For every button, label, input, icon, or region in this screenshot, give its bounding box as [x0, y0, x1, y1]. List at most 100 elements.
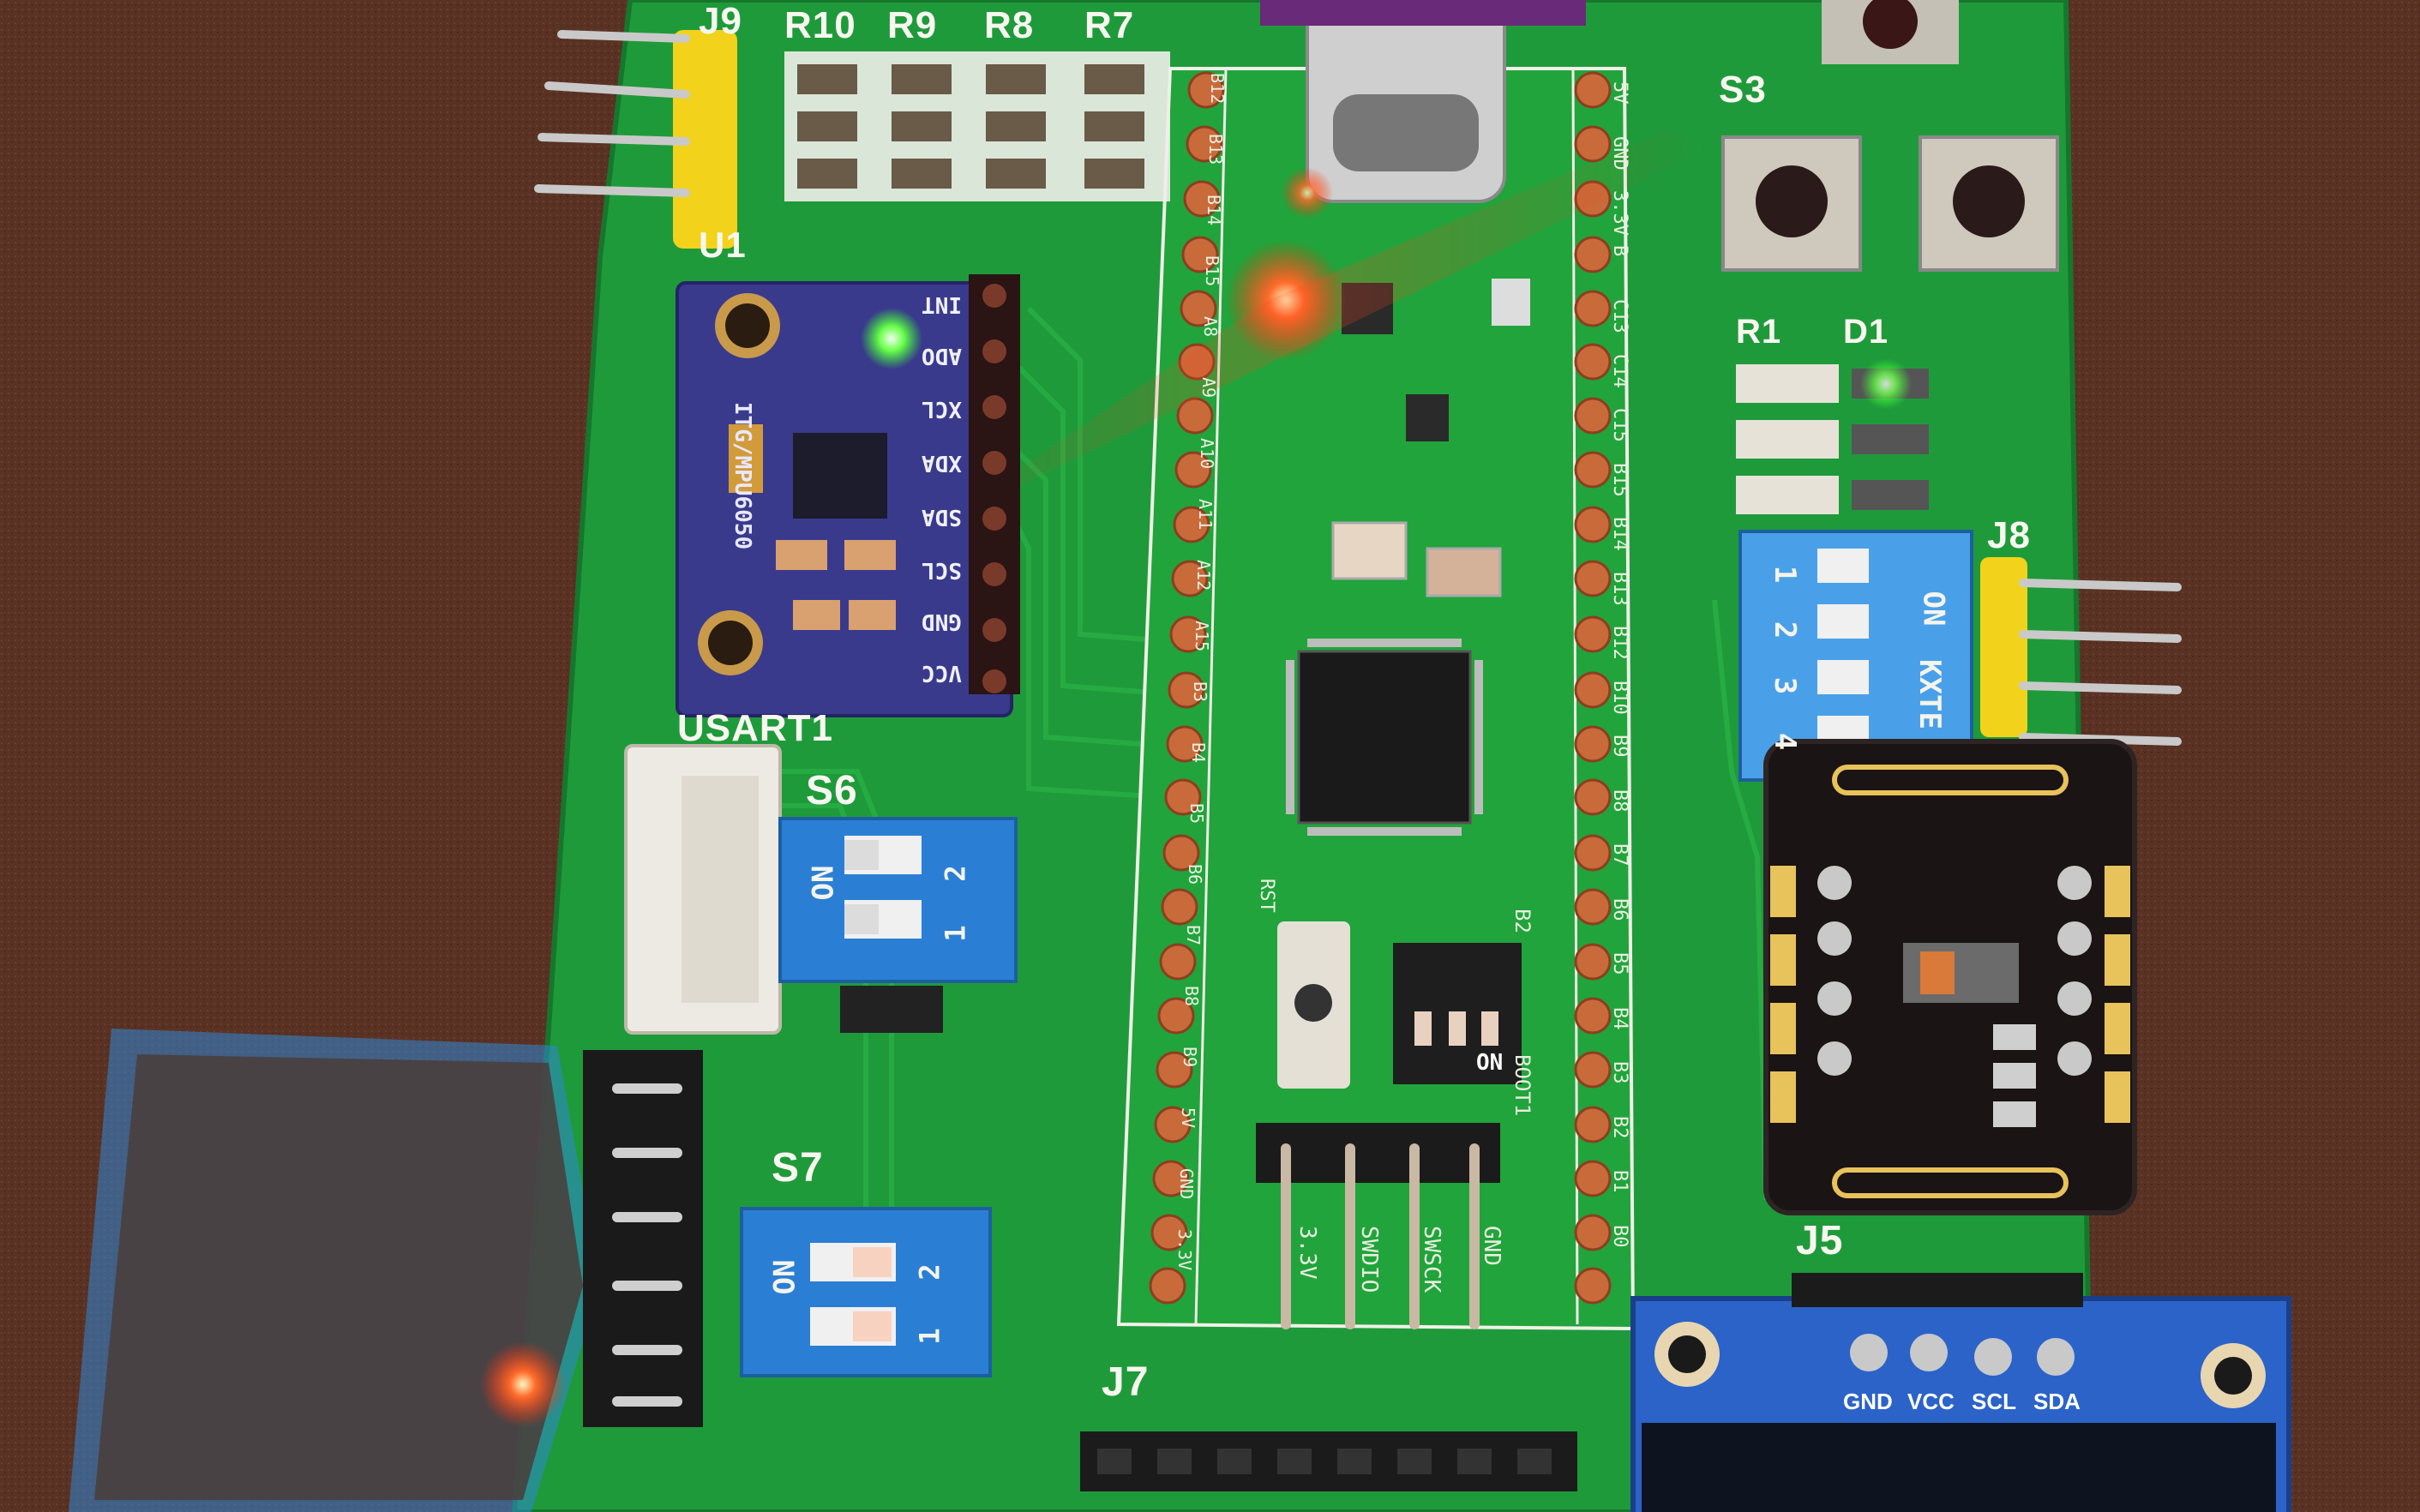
stm32-left-pin-label: B13 [1205, 134, 1226, 165]
oled-pin-sda: SDA [2033, 1389, 2081, 1414]
stm32-right-pin-label: B9 [1609, 735, 1630, 758]
stm32-left-pin-label: B7 [1183, 925, 1204, 946]
stm32-left-pin-label: B3 [1190, 681, 1210, 703]
stm32-right-pin-label: B8 [1609, 789, 1630, 813]
bluetooth-led [480, 1341, 566, 1427]
stm32-left-pin-label: B6 [1185, 864, 1205, 885]
j9-label: J9 [699, 0, 742, 42]
stm32-right-pin-label: B3 [1609, 1061, 1630, 1084]
swd-header [1256, 1123, 1500, 1183]
j7-label: J7 [1102, 1359, 1150, 1405]
stm32-left-pin-label: 3.3V [1174, 1229, 1195, 1271]
stm32-left-pin-label: A11 [1195, 499, 1216, 531]
j8-label: J8 [1987, 514, 2031, 556]
s7-on-label: ON [767, 1259, 802, 1295]
stm32-right-pin-label: GND [1609, 135, 1630, 171]
stm32-chip [1297, 650, 1472, 825]
r8-label: R8 [984, 4, 1035, 46]
mpu-pin-gnd: GND [922, 609, 962, 634]
u1-label: U1 [699, 225, 747, 265]
stm32-left-pin-label: A12 [1193, 560, 1214, 591]
s7-n2-label: 2 [913, 1263, 946, 1281]
kxte-on-label: ON [1916, 591, 1951, 627]
r10-label: R10 [784, 4, 856, 46]
kxte-brand-label: KXTE [1912, 659, 1947, 729]
oled-pin-vcc: VCC [1907, 1389, 1955, 1414]
swd-pin-swsck: SWSCK [1419, 1226, 1444, 1293]
stm32-left-pin-label: B12 [1207, 73, 1228, 105]
stm32-right-pin-label: C13 [1609, 299, 1630, 333]
s6-n2-label: 2 [939, 865, 972, 882]
stm32-right-pin-label: B13 [1609, 571, 1630, 606]
stm32-left-pin-label: B14 [1204, 195, 1224, 226]
stm32-right-pin-label: B2 [1609, 1115, 1630, 1139]
stm32-right-pin-label: B12 [1609, 626, 1630, 660]
stm32-right-pin-label: B5 [1609, 952, 1630, 975]
swd-pin-gnd: GND [1479, 1226, 1504, 1266]
mpu-pin-xda: XDA [922, 450, 962, 476]
rst-label: RST [1256, 879, 1277, 913]
stm32-left-pin-label: A15 [1192, 621, 1212, 652]
mpu-pin-int: INT [922, 291, 962, 317]
stm32-right-pin-label: B1 [1609, 1170, 1630, 1193]
kxte-n2-label: 2 [1768, 621, 1803, 639]
stm32-left-pin-label: A8 [1200, 316, 1221, 338]
s6-on-label: ON [806, 865, 841, 901]
stm32-left-pin-label: A10 [1197, 438, 1217, 470]
usart1-label: USART1 [677, 707, 834, 749]
s6-n1-label: 1 [939, 925, 972, 942]
stm32-right-pin-label: C14 [1609, 353, 1630, 388]
mpu6050-name: ITG/MPU6050 [730, 401, 756, 550]
j7-header [1080, 1431, 1577, 1491]
stm32-right-pin-label: B4 [1609, 1006, 1630, 1030]
stm32-left-pin-label: B9 [1180, 1047, 1200, 1068]
s6-label: S6 [806, 768, 858, 813]
b2-label: B2 [1510, 909, 1534, 933]
mpu-pin-ado: ADO [922, 343, 962, 369]
mpu-power-led [861, 308, 922, 369]
j8-header [1980, 557, 2027, 737]
mpu-pin-vcc: VCC [922, 660, 962, 686]
resistor-array [784, 51, 1170, 201]
mpu-pin-xcl: XCL [922, 396, 962, 422]
s3-label: S3 [1719, 69, 1767, 111]
s7-n1-label: 1 [913, 1328, 946, 1345]
swd-pin-3v3: 3.3V [1294, 1226, 1320, 1280]
stm32-right-pin-label: B15 [1609, 462, 1630, 497]
stm32-left-pin-label: GND [1176, 1168, 1197, 1200]
stm32-left-pin-label: B4 [1188, 742, 1209, 764]
mpu-pin-sda: SDA [922, 504, 962, 530]
stm32-left-pin-label: B5 [1186, 803, 1207, 825]
stm32-left-pin-label: B8 [1181, 986, 1202, 1007]
stm32-right-pin-label: B14 [1609, 517, 1630, 551]
s7-dip-switch [740, 1207, 992, 1377]
stm32-right-pin-label: 5V [1609, 81, 1630, 105]
d1-label: D1 [1843, 313, 1889, 351]
r9-label: R9 [887, 4, 938, 46]
stm32-right-pin-label: B0 [1609, 1224, 1630, 1248]
d1-led [1860, 358, 1912, 410]
r1-label: R1 [1736, 313, 1782, 351]
s7-label: S7 [772, 1145, 824, 1191]
boot1-label: BOOT1 [1510, 1054, 1534, 1117]
stm32-left-pin-label: 5V [1178, 1107, 1198, 1129]
stm32-right-pin-label: B [1609, 244, 1630, 256]
kxte-n1-label: 1 [1768, 565, 1803, 584]
stm32-right-pin-label: B7 [1609, 843, 1630, 867]
oled-pin-scl: SCL [1972, 1389, 2016, 1414]
oled-pin-gnd: GND [1843, 1389, 1893, 1414]
stm32-right-pin-label: 3.3V [1609, 190, 1630, 236]
s4-button-body [1919, 135, 2059, 272]
stm32-left-pin-label: A9 [1198, 377, 1219, 399]
kxte-n3-label: 3 [1768, 676, 1803, 695]
stm32-right-pin-label: B6 [1609, 897, 1630, 921]
mpu-pin-scl: SCL [922, 557, 962, 583]
swd-pin-swdio: SWDIO [1356, 1226, 1382, 1293]
stm32-right-pin-label: B10 [1609, 680, 1630, 715]
r7-label: R7 [1084, 4, 1135, 46]
stm32-left-pin-label: B15 [1202, 255, 1222, 287]
boot-dip-on-label: ON [1476, 1050, 1504, 1076]
kxte-n4-label: 4 [1768, 732, 1803, 751]
j5-label: J5 [1796, 1218, 1844, 1263]
